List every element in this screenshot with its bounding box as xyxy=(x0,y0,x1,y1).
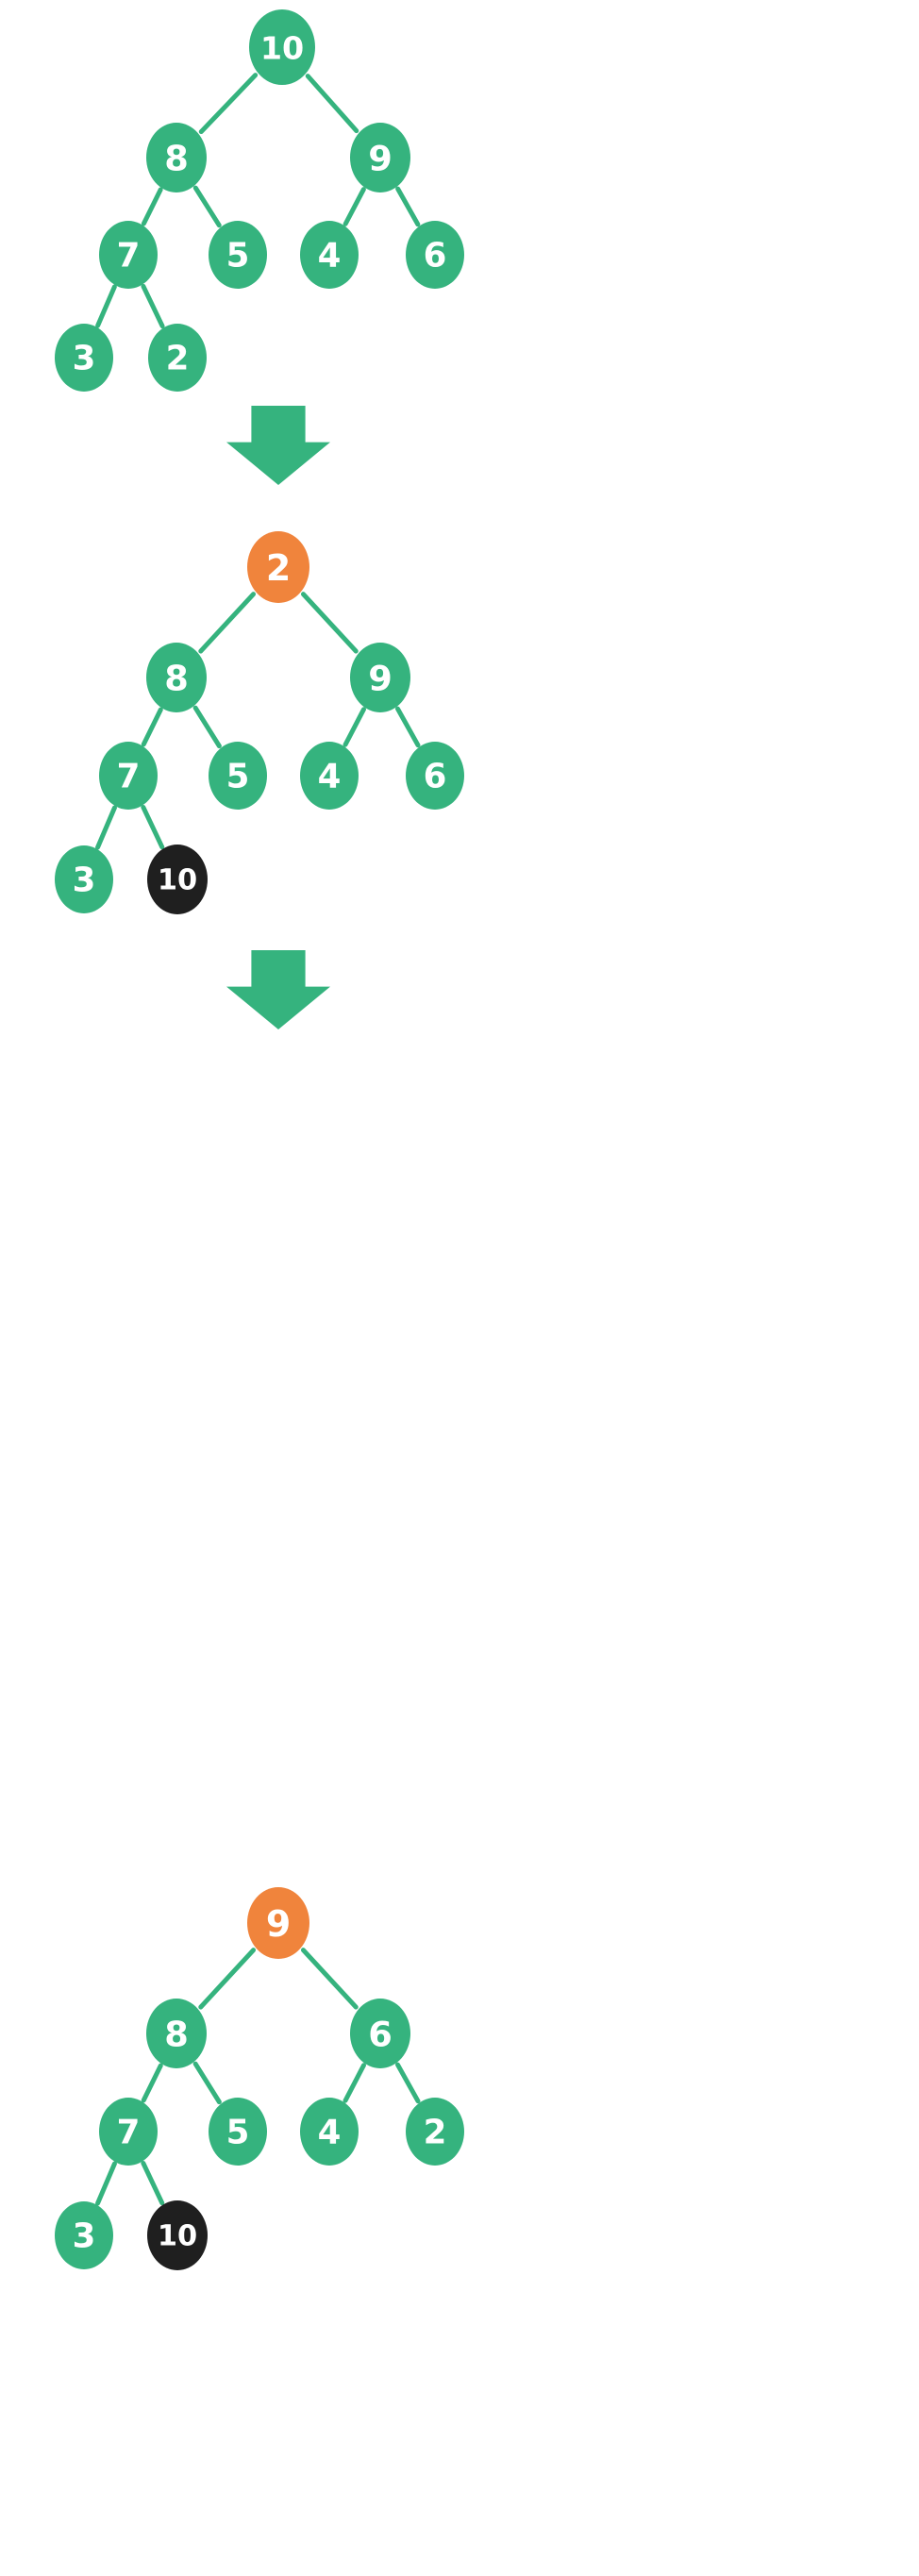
tree-node[interactable]: 7 xyxy=(99,2098,158,2166)
tree-edge xyxy=(141,2063,163,2103)
node-circle xyxy=(146,123,207,192)
tree-edge xyxy=(395,186,421,227)
node-circle xyxy=(350,123,410,192)
node-circle xyxy=(300,2098,359,2166)
tree-edge xyxy=(141,2160,165,2206)
tree-edge xyxy=(95,2161,117,2206)
tree-edge xyxy=(141,187,163,226)
tree-node[interactable]: 10 xyxy=(147,845,208,914)
node-circle xyxy=(55,324,113,392)
tree-edge xyxy=(141,707,163,747)
tree-node[interactable]: 9 xyxy=(247,1887,309,1959)
tree-node[interactable]: 10 xyxy=(249,9,315,85)
tree-edge xyxy=(198,73,259,135)
tree-node[interactable]: 9 xyxy=(350,123,410,192)
tree-node[interactable]: 2 xyxy=(247,531,309,603)
tree-node[interactable]: 2 xyxy=(148,324,207,392)
tree-edge xyxy=(300,592,359,654)
node-circle xyxy=(249,9,315,85)
tree-edge xyxy=(95,805,117,850)
tree-node[interactable]: 3 xyxy=(55,2201,113,2269)
tree-node[interactable]: 4 xyxy=(300,221,359,289)
down-arrow-step1-to-step2 xyxy=(226,406,330,485)
node-circle xyxy=(55,845,113,913)
tree-node[interactable]: 8 xyxy=(146,123,207,192)
tree-node[interactable]: 5 xyxy=(209,2098,267,2166)
node-circle xyxy=(300,221,359,289)
tree-node[interactable]: 8 xyxy=(146,1999,207,2068)
node-circle xyxy=(99,2098,158,2166)
node-circle xyxy=(350,643,410,712)
tree-edge xyxy=(198,592,257,654)
tree-node[interactable]: 6 xyxy=(350,1999,410,2068)
node-circle xyxy=(406,2098,464,2166)
node-circle xyxy=(300,742,359,810)
node-circle xyxy=(247,531,309,603)
node-circle xyxy=(147,845,208,914)
tree-edge xyxy=(343,2063,366,2103)
tree-node[interactable]: 5 xyxy=(209,221,267,289)
tree-node[interactable]: 10 xyxy=(147,2200,208,2270)
node-circle xyxy=(209,221,267,289)
node-circle xyxy=(99,221,158,289)
node-circle xyxy=(406,221,464,289)
node-circle xyxy=(209,742,267,810)
tree-edge xyxy=(192,185,222,228)
tree-node[interactable]: 4 xyxy=(300,2098,359,2166)
tree-node[interactable]: 6 xyxy=(406,221,464,289)
tree-node[interactable]: 7 xyxy=(99,742,158,810)
node-circle xyxy=(146,643,207,712)
tree-edge xyxy=(141,283,165,329)
node-circle xyxy=(406,742,464,810)
node-circle xyxy=(147,2200,208,2270)
tree-edge xyxy=(300,1948,359,2010)
tree-edge xyxy=(192,2061,222,2105)
tree-node[interactable]: 3 xyxy=(55,324,113,392)
node-circle xyxy=(247,1887,309,1959)
node-circle xyxy=(350,1999,410,2068)
tree-edge xyxy=(305,74,359,134)
down-arrow-step2-to-step3 xyxy=(226,950,330,1029)
tree-node[interactable]: 3 xyxy=(55,845,113,913)
tree-edge xyxy=(141,804,165,850)
node-circle xyxy=(209,2098,267,2166)
tree-node[interactable]: 9 xyxy=(350,643,410,712)
tree-edge xyxy=(343,707,366,747)
tree-node[interactable]: 6 xyxy=(406,742,464,810)
node-circle xyxy=(148,324,207,392)
tree-edge xyxy=(198,1948,257,2010)
tree-node[interactable]: 4 xyxy=(300,742,359,810)
node-circle xyxy=(99,742,158,810)
tree-node[interactable]: 5 xyxy=(209,742,267,810)
tree-edge xyxy=(395,706,421,748)
node-circle xyxy=(146,1999,207,2068)
tree-edge xyxy=(95,284,117,328)
tree-node[interactable]: 2 xyxy=(406,2098,464,2166)
tree-edge xyxy=(343,187,366,226)
tree-node[interactable]: 8 xyxy=(146,643,207,712)
node-circle xyxy=(55,2201,113,2269)
tree-edge xyxy=(192,705,222,749)
tree-node[interactable]: 7 xyxy=(99,221,158,289)
tree-edge xyxy=(395,2062,421,2104)
